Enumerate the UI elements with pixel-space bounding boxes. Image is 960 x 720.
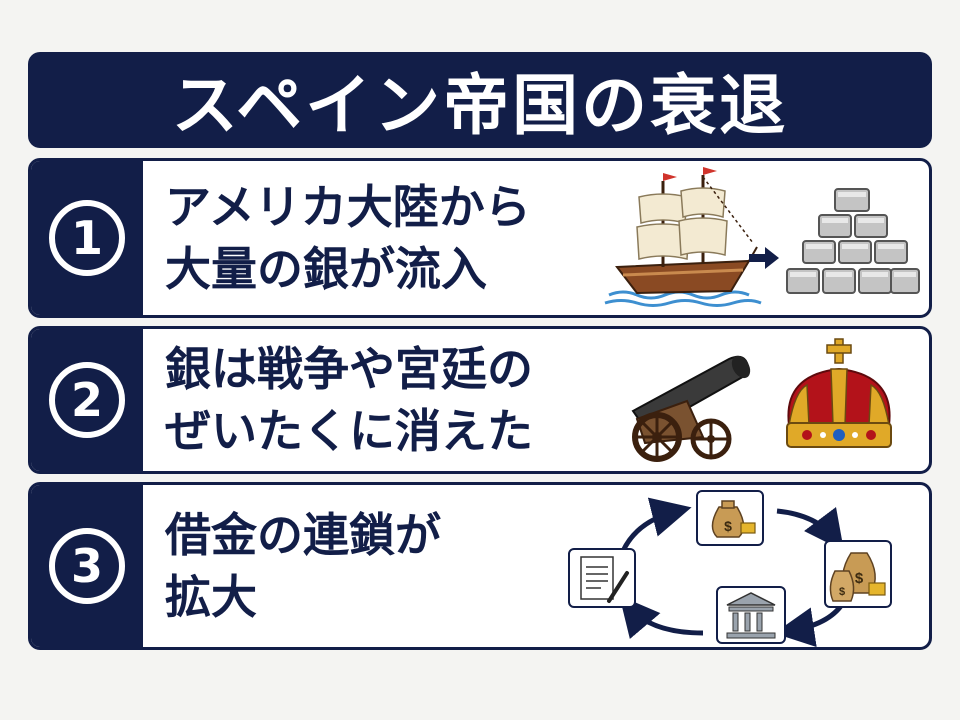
arrow-right-icon [749, 247, 779, 269]
number-badge-1: 1 [49, 200, 125, 276]
point-row-2: 2 銀は戦争や宮廷の ぜいたくに消えた [28, 326, 932, 474]
bank-building-icon [716, 586, 786, 644]
page-title: スペイン帝国の衰退 [171, 67, 789, 144]
silver-ingots-icon [786, 188, 920, 294]
loan-document-pen-icon [568, 548, 636, 608]
money-bags-gold-icon: $ $ [824, 540, 892, 608]
point-text-1: アメリカ大陸から 大量の銀が流入 [165, 176, 531, 300]
title-banner: スペイン帝国の衰退 [28, 52, 932, 148]
point-text-3: 借金の連鎖が 拡大 [165, 504, 441, 628]
point-text-2: 銀は戦争や宮廷の ぜいたくに消えた [165, 338, 533, 462]
point-row-1: 1 アメリカ大陸から 大量の銀が流入 [28, 158, 932, 318]
point-1-line-1: アメリカ大陸から [165, 180, 531, 234]
number-block-2: 2 [31, 329, 143, 471]
svg-text:$: $ [855, 570, 864, 587]
point-2-line-1: 銀は戦争や宮廷の [165, 342, 533, 396]
number-badge-3: 3 [49, 528, 125, 604]
number-block-1: 1 [31, 161, 143, 315]
debt-cycle-diagram: $ $ $ [568, 490, 892, 647]
point-2-line-2: ぜいたくに消えた [165, 404, 533, 458]
point-3-line-2: 拡大 [165, 570, 257, 624]
svg-text:$: $ [839, 586, 845, 598]
point-1-line-2: 大量の銀が流入 [165, 242, 487, 296]
point-3-line-1: 借金の連鎖が [165, 508, 441, 562]
sailing-ship-icon [604, 167, 762, 307]
svg-text:$: $ [724, 518, 732, 534]
number-block-3: 3 [31, 485, 143, 647]
point-row-3: 3 借金の連鎖が 拡大 $ $ $ [28, 482, 932, 650]
cannon-icon [631, 355, 751, 462]
number-badge-2: 2 [49, 362, 125, 438]
money-bag-icon: $ [696, 490, 764, 546]
crown-icon [786, 338, 892, 456]
